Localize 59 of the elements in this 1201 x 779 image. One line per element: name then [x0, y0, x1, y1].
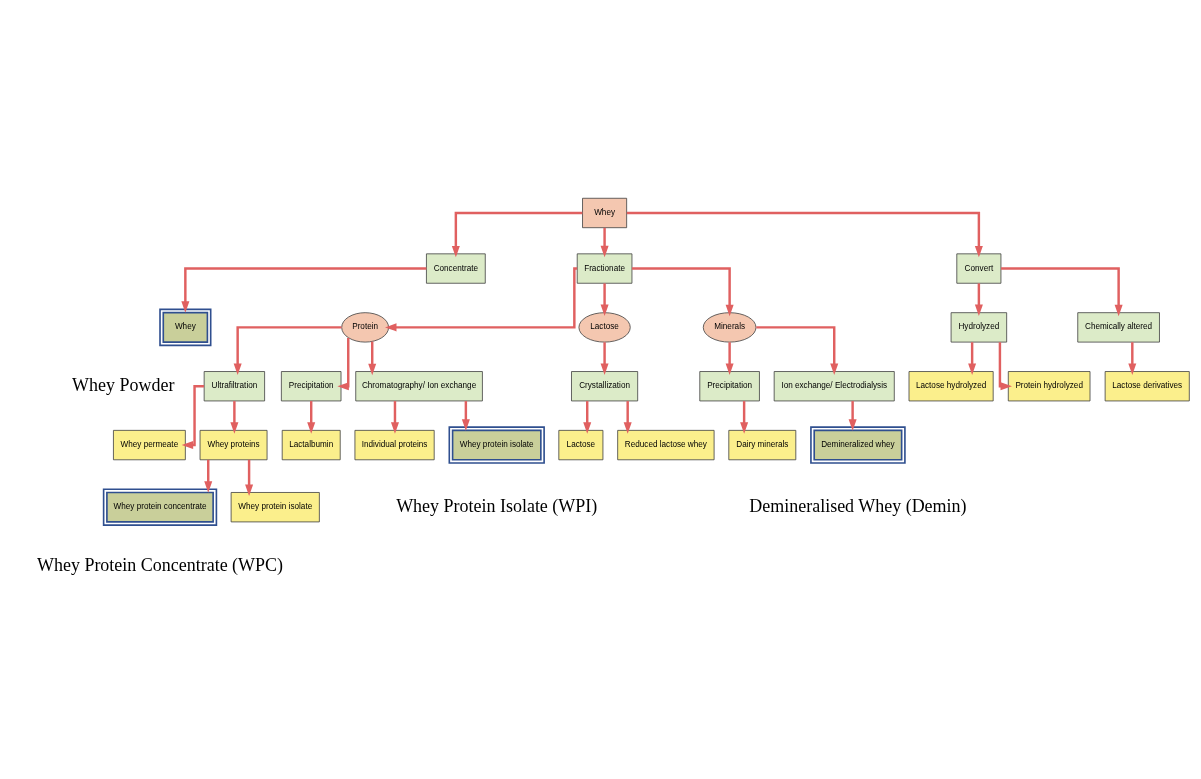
node-box: Reduced lactose whey — [617, 429, 715, 461]
node-box: Whey proteins — [199, 429, 268, 461]
arrow — [600, 227, 609, 258]
arrow — [181, 267, 427, 313]
node-box: Lactose derivatives — [1104, 371, 1190, 402]
arrow — [848, 401, 857, 431]
node-box: Concentrate — [426, 253, 486, 284]
node-box: Precipitation — [280, 371, 342, 402]
arrow — [368, 341, 377, 376]
node-box: Whey — [582, 197, 628, 229]
node-box: Individual proteins — [354, 429, 435, 461]
node-label: Whey Powder — [72, 374, 175, 395]
arrow — [600, 342, 609, 375]
arrow — [626, 211, 983, 258]
node-box: Hydrolyzed — [950, 312, 1008, 343]
node-box: Ultrafiltration — [203, 371, 266, 402]
arrow — [583, 401, 592, 434]
arrow — [632, 267, 734, 317]
arrow — [756, 326, 839, 376]
arrow — [725, 342, 734, 375]
arrow — [974, 283, 983, 317]
node-ellipse: Protein — [341, 312, 389, 343]
node-label: Whey Protein Concentrate (WPC) — [37, 554, 284, 575]
arrow — [1001, 267, 1123, 317]
node-box: Dairy minerals — [728, 429, 797, 461]
node-box: Fractionate — [576, 253, 633, 284]
node-box: Chemically altered — [1077, 312, 1160, 343]
arrow — [385, 267, 578, 332]
node-box: Convert — [956, 253, 1002, 284]
node-ellipse: Lactose — [578, 312, 631, 343]
arrow — [390, 401, 399, 434]
arrow — [307, 401, 316, 434]
node-box: Lactalbumin — [281, 429, 341, 461]
arrow — [998, 342, 1012, 391]
node-box: Crystallization — [571, 371, 639, 402]
node-box: Chromatography/ Ion exchange — [355, 371, 483, 402]
arrow — [245, 459, 254, 497]
node-box: Ion exchange/ Electrodialysis — [773, 371, 895, 402]
node-label: Demineralised Whey (Demin) — [749, 495, 967, 516]
node-box: Whey protein isolate — [230, 492, 320, 523]
arrow — [461, 401, 470, 431]
arrow — [451, 211, 583, 258]
arrow — [181, 385, 204, 450]
arrow — [204, 459, 213, 493]
arrow — [230, 401, 239, 434]
arrow — [233, 326, 342, 376]
node-box: Whey permeate — [113, 429, 186, 461]
node-box: Lactose hydrolyzed — [908, 371, 994, 402]
arrow — [740, 401, 749, 434]
node-box: Precipitation — [699, 371, 760, 402]
arrow — [623, 401, 632, 434]
arrow — [337, 337, 350, 391]
node-ellipse: Minerals — [702, 312, 757, 343]
arrow — [1128, 342, 1137, 375]
node-box: Protein hydrolyzed — [1007, 371, 1091, 402]
node-box: Lactose — [558, 429, 604, 461]
node-label: Whey Protein Isolate (WPI) — [396, 495, 598, 516]
arrow — [600, 283, 609, 317]
arrow — [968, 342, 977, 375]
